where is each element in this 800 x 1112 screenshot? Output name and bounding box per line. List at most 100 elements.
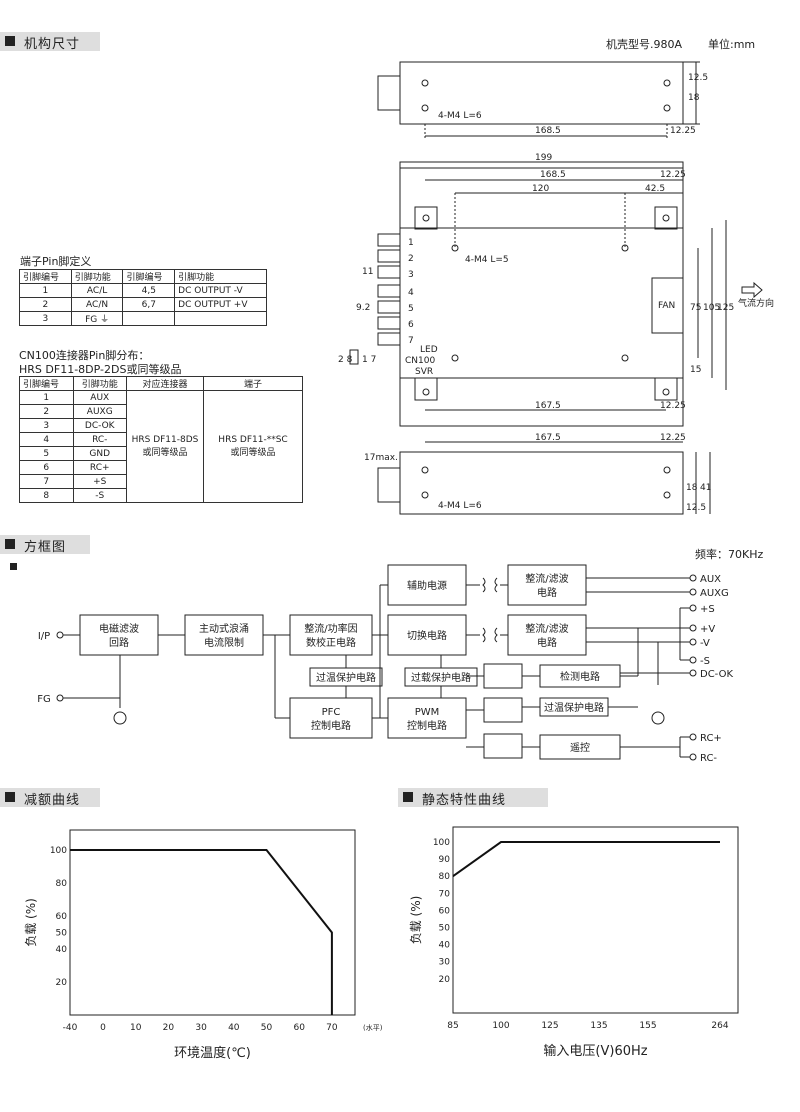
detect-block: 检测电路 — [560, 670, 600, 683]
dim-text: 4-M4 L=5 — [465, 255, 509, 265]
top-view: 4-M4 L=6 168.5 12.5 18 12.25 — [377, 61, 708, 140]
section-square-icon — [5, 792, 15, 802]
dim-text: 12.25 — [670, 126, 696, 136]
y-axis-label: 负载 (%) — [24, 898, 38, 947]
section-dimensions: 机构尺寸 — [0, 32, 100, 52]
section-title: 静态特性曲线 — [422, 793, 507, 808]
y-tick-label: 80 — [56, 879, 68, 889]
section-square-icon — [403, 792, 413, 802]
x-tick-label: 30 — [195, 1023, 207, 1033]
dim-text: 12.25 — [660, 401, 686, 411]
cn100-label: CN100 — [405, 356, 435, 366]
dim-text: 9.2 — [356, 303, 370, 313]
block-diagram: I/P FG 电磁滤波 回路 主动式浪涌 电流限制 整流/功率因 数校正电路 辅… — [37, 564, 733, 764]
section-title: 机构尺寸 — [24, 37, 81, 52]
output-minus-s: -S — [700, 656, 710, 667]
dim-text: 18 — [686, 483, 698, 493]
section-square-icon — [5, 539, 15, 549]
rect-pfc-block: 整流/功率因 — [304, 622, 357, 635]
y-tick-label: 60 — [439, 906, 451, 916]
emi-block: 回路 — [109, 636, 129, 649]
rect-block-1: 整流/滤波 — [525, 572, 568, 585]
dim-text: 120 — [532, 184, 549, 194]
otp-block-2: 过温保护电路 — [544, 701, 604, 714]
pfc-block: 控制电路 — [311, 719, 351, 732]
x-tick-label: 70 — [326, 1023, 338, 1033]
dim-text: 11 — [362, 267, 373, 277]
svr-label: SVR — [415, 367, 433, 377]
frequency-label: 频率：70KHz — [695, 548, 764, 561]
y-tick-label: 50 — [439, 924, 451, 934]
pin-number: 6 — [408, 320, 414, 330]
dim-text: 167.5 — [535, 401, 561, 411]
connector-name: HRS DF11-8DS — [131, 435, 199, 445]
dim-text: 42.5 — [645, 184, 665, 194]
block-labels: I/P FG 电磁滤波 回路 主动式浪涌 电流限制 整流/功率因 数校正电路 辅… — [37, 572, 604, 754]
section-title: 减额曲线 — [24, 793, 81, 808]
cn100-table: 引脚编号 引脚功能 对应连接器 端子 1 AUX HRS DF11-8DS 或同… — [19, 376, 303, 503]
dim-text: 18 — [688, 93, 700, 103]
static-series-line — [452, 841, 720, 878]
x-unit-label: (水平) — [363, 1023, 383, 1032]
dim-text: 167.5 — [535, 433, 561, 443]
output-plus-s: +S — [700, 604, 715, 615]
y-tick-label: 100 — [50, 846, 67, 856]
pin-number: 4 — [408, 288, 414, 298]
dim-text: 15 — [690, 365, 701, 375]
derating-series-line — [70, 849, 333, 1015]
x-axis-label: 输入电压(V)60Hz — [543, 1043, 647, 1059]
side-view: 167.5 12.25 17max. 4-M4 L=6 18 41 12.5 — [364, 433, 711, 515]
section-title: 方框图 — [24, 540, 67, 555]
output-rc-plus: RC+ — [700, 733, 722, 744]
connector-note: 或同等级品 — [142, 448, 188, 458]
main-view: 199 168.5 12.25 120 42.5 4-M4 L=5 1 2 3 … — [338, 153, 774, 427]
x-tick-label: -40 — [63, 1023, 78, 1033]
airflow-arrow-icon — [741, 281, 763, 299]
table-header-row: 引脚编号 引脚功能 对应连接器 端子 — [19, 376, 303, 391]
inrush-block: 主动式浪涌 — [199, 622, 249, 635]
airflow-label: 气流方向 — [738, 297, 774, 309]
dim-text: 2 8 — [338, 355, 353, 365]
small-square-icon — [10, 563, 17, 570]
y-tick-label: 40 — [56, 945, 68, 955]
dim-text: 4-M4 L=6 — [438, 501, 482, 511]
dim-text: 75 — [690, 303, 701, 313]
y-tick-label: 40 — [439, 941, 451, 951]
pwm-block: 控制电路 — [407, 719, 447, 732]
x-axis-label: 环境温度(℃) — [174, 1045, 251, 1061]
dim-text: 4-M4 L=6 — [438, 111, 482, 121]
dim-text: 12.5 — [688, 73, 708, 83]
case-model: 机壳型号.980A — [606, 38, 683, 51]
terminal-note: 或同等级品 — [230, 448, 276, 458]
dim-text: 168.5 — [535, 126, 561, 136]
plot-frame — [452, 826, 739, 1014]
dim-text: 199 — [535, 153, 552, 163]
pin-number: 1 — [408, 238, 414, 248]
olp-block: 过载保护电路 — [411, 671, 471, 684]
wires — [56, 574, 697, 761]
dim-text: 41 — [700, 483, 711, 493]
rect-block-1: 电路 — [537, 586, 557, 599]
fan-label: FAN — [658, 301, 675, 311]
table-row: 7+S — [19, 474, 303, 489]
output-labels: AUX AUXG +S +V -V -S DC-OK RC+ RC- — [700, 574, 733, 764]
section-static: 静态特性曲线 — [398, 788, 548, 808]
y-tick-label: 80 — [439, 872, 451, 882]
y-tick-label: 90 — [439, 855, 451, 865]
y-tick-label: 50 — [56, 929, 68, 939]
dim-text: 168.5 — [540, 170, 566, 180]
dim-text: 12.25 — [660, 433, 686, 443]
x-tick-label: 155 — [639, 1021, 656, 1031]
cell: -S — [72, 488, 127, 503]
rect-pfc-block: 数校正电路 — [306, 636, 356, 649]
switch-block: 切换电路 — [407, 629, 447, 642]
output-plus-v: +V — [700, 624, 715, 635]
ip-label: I/P — [38, 631, 50, 642]
output-aux: AUX — [700, 574, 721, 585]
dim-text: 1 7 — [362, 355, 376, 365]
table-row: 8-S — [19, 488, 303, 503]
